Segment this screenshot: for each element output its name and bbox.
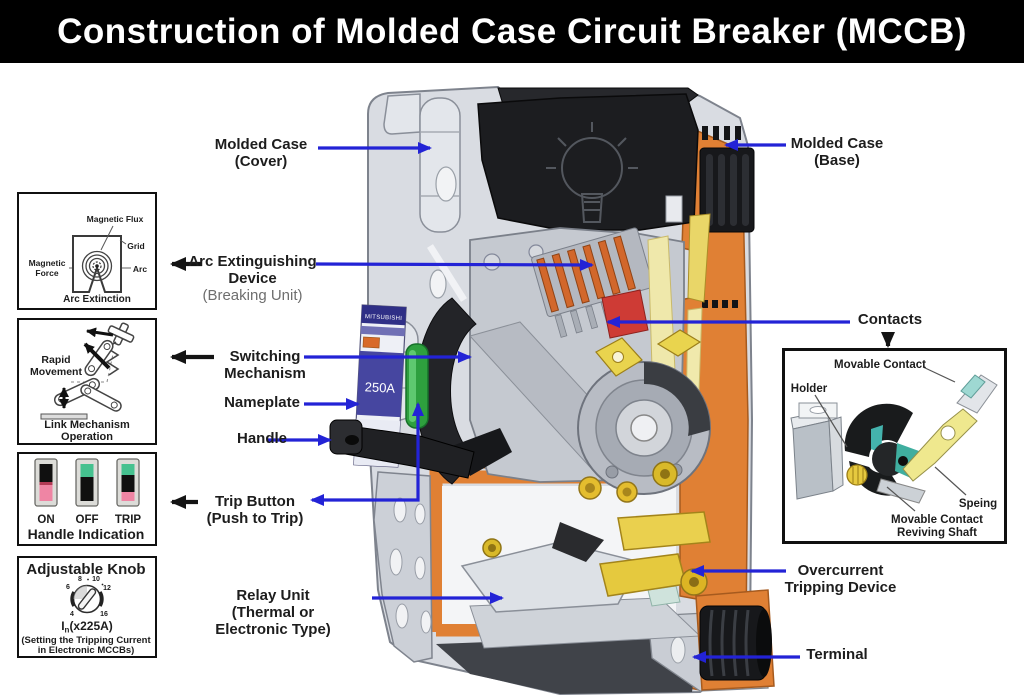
dial-number-6: 6: [66, 584, 70, 591]
arc-extinction-caption: Arc Extinction: [63, 294, 131, 305]
label-switching-mechanism: Switching Mechanism: [224, 348, 306, 382]
arc-runner-red: [601, 289, 649, 339]
shaft-label-2: Reviving Shaft: [897, 527, 977, 539]
inset-link-mechanism: Rapid Movement Link Mechanism Operation: [17, 318, 157, 445]
page-title: Construction of Molded Case Circuit Brea…: [57, 12, 967, 51]
inset-handle-indication: ON OFF TRIP Handle Indication: [17, 452, 157, 546]
arrow-arc-extinguishing: [315, 258, 594, 271]
adjustable-knob-title: Adjustable Knob: [26, 561, 145, 578]
ground-bar: [40, 413, 88, 420]
base-plate: [373, 471, 433, 663]
label-trip-button: Trip Button (Push to Trip): [206, 493, 304, 527]
label-molded-case-base: Molded Case (Base): [790, 135, 884, 169]
grid-label: Grid: [127, 241, 144, 251]
inset-adjustable-knob: Adjustable Knob 8 10 6 12 4 16 In(x225A)…: [17, 556, 157, 658]
handle-indication-diagram: ON OFF TRIP Handle Indication: [28, 458, 145, 542]
title-bar: Construction of Molded Case Circuit Brea…: [0, 0, 1024, 63]
link-mechanism-caption-1: Link Mechanism: [44, 419, 130, 431]
switch-off: [75, 458, 99, 507]
nameplate-rating: 250A: [364, 379, 395, 396]
magnetic-force-label-2: Force: [35, 268, 58, 278]
magnetic-force-label-1: Magnetic: [29, 258, 66, 268]
rapid-movement-label-1: Rapid: [41, 354, 70, 366]
adjustable-knob-diagram: Adjustable Knob 8 10 6 12 4 16 In(x225A)…: [21, 561, 151, 655]
trip-label: TRIP: [115, 514, 142, 526]
arc-extinction-diagram: Magnetic Flux Grid Magnetic Force Arc Ar…: [29, 214, 148, 305]
knob-caption-2: in Electronic MCCBs): [38, 645, 135, 655]
link-mechanism-caption-2: Operation: [61, 431, 113, 442]
dial-number-12: 12: [103, 585, 111, 592]
inset-movable-contact: Movable Contact Holder Speing Movable Co…: [782, 348, 1007, 544]
breaker-body: MITSUBISHI 250A: [329, 85, 775, 696]
relay-unit-shape: [460, 522, 702, 649]
on-label: ON: [37, 514, 54, 526]
label-overcurrent-tripping-device: Overcurrent Tripping Device: [784, 562, 897, 596]
movable-contact-diagram: Movable Contact Holder Speing Movable Co…: [790, 359, 998, 539]
label-relay-unit: Relay Unit (Thermal or Electronic Type): [215, 587, 331, 638]
mechanism-rotor: [577, 361, 711, 495]
label-terminal: Terminal: [806, 646, 868, 663]
switch-on: [34, 458, 58, 507]
dial-number-10: 10: [92, 576, 100, 583]
handle-toggle-sketch: [107, 322, 135, 346]
terminal-shape: [695, 589, 775, 691]
overcurrent-tripping-device-shape: [578, 329, 711, 597]
grid-block-shape: [72, 235, 122, 293]
rapid-movement-label-2: Movement: [30, 366, 82, 378]
leader-arrows: [170, 139, 895, 663]
switch-trip: [116, 458, 140, 507]
setting-dial: [70, 584, 104, 614]
dial-number-4: 4: [70, 611, 74, 618]
link-bar-3: [80, 384, 122, 412]
magnetic-flux-label: Magnetic Flux: [87, 214, 144, 224]
movable-contact-arm-shape: [902, 374, 998, 482]
off-label: OFF: [76, 514, 99, 526]
nameplate-brand: MITSUBISHI: [365, 314, 403, 322]
inset-arc-extinction: Magnetic Flux Grid Magnetic Force Arc Ar…: [17, 192, 157, 310]
label-handle: Handle: [236, 430, 287, 447]
rating-current-label: In(x225A): [61, 619, 113, 635]
holder-block-shape: [790, 402, 844, 500]
label-arc-extinguishing-device: Arc Extinguishing Device (Breaking Unit): [188, 253, 317, 304]
link-mechanism-diagram: Rapid Movement Link Mechanism Operation: [30, 322, 135, 442]
arrow-trip-button: [310, 402, 424, 506]
bottom-shadow: [436, 634, 700, 694]
label-molded-case-cover: Molded Case (Cover): [214, 136, 308, 170]
bulb-emblem: [546, 122, 638, 223]
spring-label: Speing: [959, 498, 997, 510]
dial-number-8: 8: [78, 576, 82, 583]
handle-indication-caption: Handle Indication: [28, 526, 145, 542]
shaft-label-1: Movable Contact: [891, 514, 983, 526]
arc-label: Arc: [133, 264, 147, 274]
top-black-module: [477, 87, 699, 231]
label-contacts: Contacts: [857, 311, 923, 328]
dial-number-16: 16: [100, 611, 108, 618]
movable-contact-label: Movable Contact: [834, 359, 926, 371]
label-nameplate: Nameplate: [224, 394, 300, 411]
spring-knob-shape: [846, 464, 868, 486]
holder-label: Holder: [791, 383, 828, 395]
knob-caption-1: (Setting the Tripping Current: [21, 635, 151, 646]
